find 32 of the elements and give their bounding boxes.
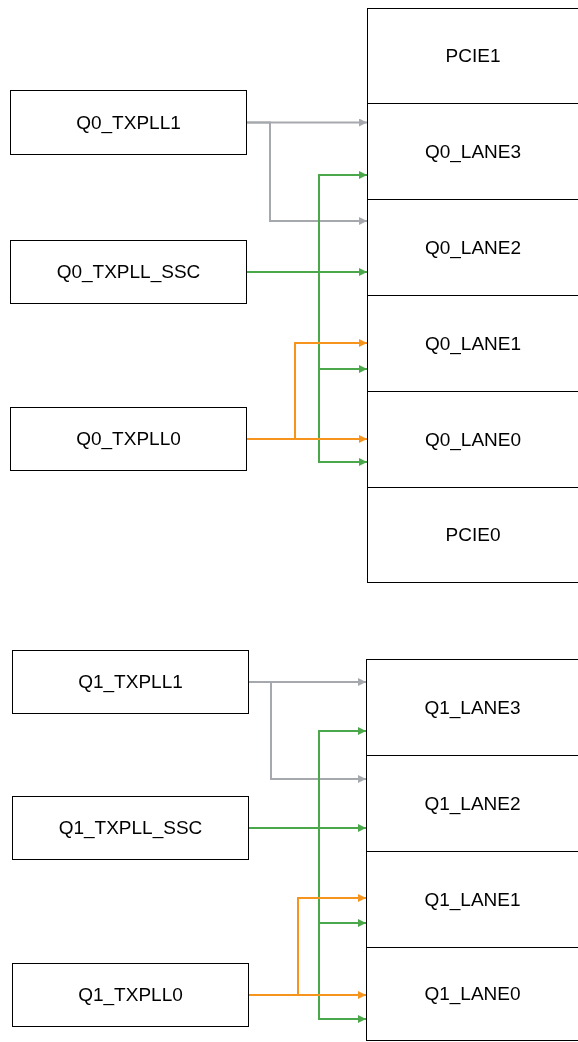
block-label: PCIE1 [445, 45, 501, 67]
block-box [367, 487, 578, 583]
arrow [246, 435, 368, 443]
block-label: Q1_LANE3 [424, 696, 521, 719]
block-box [366, 659, 578, 756]
block-label: Q0_LANE2 [424, 236, 522, 259]
block-label: Q1_TXPLL_SSC [58, 817, 203, 839]
block-label: PCIE0 [445, 524, 501, 546]
arrow [246, 121, 368, 225]
arrow [248, 827, 367, 1023]
arrow [248, 681, 367, 783]
block-box [12, 650, 249, 714]
block-box [12, 963, 249, 1027]
block-label: Q0_LANE0 [424, 428, 522, 451]
block-box [366, 947, 578, 1041]
block-label: Q0_LANE3 [424, 140, 522, 163]
block-label: Q1_LANE1 [424, 888, 521, 911]
block-label: Q0_TXPLL0 [76, 428, 181, 450]
block-label: Q1_LANE0 [424, 983, 521, 1005]
arrow [248, 991, 367, 999]
block-label: Q1_TXPLL1 [78, 671, 183, 693]
block-label: Q1_TXPLL0 [78, 984, 183, 1006]
block-box [10, 90, 247, 155]
block-box [10, 240, 247, 304]
arrow [246, 271, 368, 466]
block-box [10, 407, 247, 471]
block-label: Q1_LANE2 [424, 792, 521, 815]
block-box [12, 796, 249, 860]
block-box [367, 8, 578, 104]
block-label: Q0_TXPLL_SSC [56, 261, 201, 283]
block-label: Q0_TXPLL1 [76, 111, 181, 134]
block-label: Q0_LANE1 [424, 332, 522, 355]
